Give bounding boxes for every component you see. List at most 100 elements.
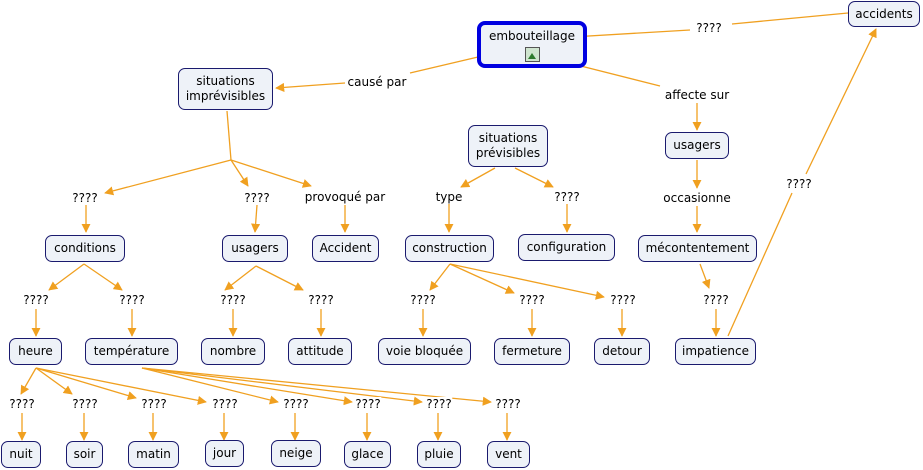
node-label: voie bloquée: [385, 344, 464, 358]
node-label: neige: [279, 446, 313, 460]
node-label: embouteillage: [488, 29, 576, 43]
node-mecontentement[interactable]: mécontentement: [638, 235, 757, 262]
node-label: pluie: [424, 447, 454, 461]
link-label-q-temp: ????: [118, 293, 146, 307]
node-vent[interactable]: vent: [487, 441, 530, 468]
node-embouteillage[interactable]: embouteillage: [477, 21, 587, 68]
edge: [699, 263, 711, 289]
node-jour[interactable]: jour: [205, 440, 244, 467]
node-attitude[interactable]: attitude: [288, 338, 352, 365]
node-situations-imprevisibles[interactable]: situations imprévisibles: [178, 68, 273, 110]
node-label: conditions: [54, 241, 116, 255]
node-pluie[interactable]: pluie: [417, 441, 461, 468]
link-label-q-accidents: ????: [695, 21, 723, 35]
edge: [141, 367, 279, 405]
node-impatience[interactable]: impatience: [675, 338, 756, 365]
node-label: matin: [136, 447, 171, 461]
node-label: mécontentement: [645, 241, 750, 255]
edge: [230, 159, 249, 187]
node-label: situations prévisibles: [475, 131, 541, 160]
link-label-cause-par: causé par: [346, 75, 408, 89]
node-situations-previsibles[interactable]: situations prévisibles: [468, 125, 548, 167]
link-label-q-nuit: ????: [8, 397, 36, 411]
node-soir[interactable]: soir: [66, 441, 103, 468]
node-detour[interactable]: detour: [594, 338, 650, 365]
edge: [104, 159, 232, 196]
node-label: detour: [602, 344, 642, 358]
edge: [460, 167, 496, 188]
node-label: nuit: [9, 447, 33, 461]
link-label-q-vent: ????: [494, 397, 522, 411]
node-label: usagers: [673, 138, 721, 152]
edge: [35, 367, 137, 401]
node-conditions[interactable]: conditions: [45, 235, 125, 262]
edge: [805, 28, 877, 175]
edge: [275, 82, 346, 92]
node-usagers-top[interactable]: usagers: [665, 132, 729, 159]
link-label-q-acc-up: ????: [785, 177, 813, 191]
link-label-q-glace: ????: [354, 397, 382, 411]
edge: [251, 204, 261, 233]
node-nuit[interactable]: nuit: [1, 441, 41, 468]
node-configuration[interactable]: configuration: [518, 234, 615, 261]
edge: [255, 265, 304, 291]
node-neige[interactable]: neige: [271, 440, 321, 467]
link-label-q-matin: ????: [140, 397, 168, 411]
node-glace[interactable]: glace: [344, 441, 391, 468]
node-label: attitude: [296, 344, 344, 358]
node-label: construction: [412, 241, 487, 255]
edge: [35, 367, 73, 395]
link-label-affecte-sur: affecte sur: [663, 88, 731, 102]
link-label-q-config: ????: [553, 190, 581, 204]
edge: [20, 367, 37, 395]
link-label-q-pluie: ????: [425, 397, 453, 411]
link-label-provoque-par: provoqué par: [303, 190, 387, 204]
node-label: impatience: [682, 344, 750, 358]
edge: [35, 367, 207, 405]
link-label-q-nombre: ????: [219, 293, 247, 307]
node-label: situations imprévisibles: [185, 74, 266, 103]
edge: [409, 56, 479, 74]
edge: [571, 29, 691, 42]
node-label: fermeture: [502, 344, 562, 358]
edge: [48, 263, 85, 291]
edge: [230, 159, 312, 188]
edge: [449, 263, 605, 300]
node-label: heure: [18, 344, 53, 358]
edge: [141, 367, 492, 406]
node-fermeture[interactable]: fermeture: [494, 338, 570, 365]
edge: [83, 263, 123, 291]
link-label-q-cond: ????: [71, 191, 99, 205]
edge: [731, 12, 849, 25]
node-label: température: [93, 344, 170, 358]
edge: [226, 110, 232, 161]
link-label-q-impatience: ????: [702, 293, 730, 307]
node-nombre[interactable]: nombre: [201, 338, 265, 365]
link-label-type: type: [434, 190, 464, 204]
link-label-q-heure: ????: [22, 293, 50, 307]
link-label-q-voie: ????: [409, 293, 437, 307]
image-icon[interactable]: [524, 47, 540, 62]
edge: [514, 167, 554, 188]
link-label-q-attitude: ????: [307, 293, 335, 307]
link-label-occasionne: occasionne: [662, 191, 732, 205]
node-label: usagers: [231, 241, 279, 255]
link-label-q-usagers: ????: [243, 191, 271, 205]
edge: [224, 265, 257, 291]
node-label: jour: [212, 446, 237, 460]
edge: [141, 367, 353, 406]
node-heure[interactable]: heure: [9, 338, 62, 365]
node-construction[interactable]: construction: [405, 235, 494, 262]
node-accident[interactable]: Accident: [312, 235, 379, 262]
node-label: glace: [351, 447, 384, 461]
node-voie-bloquee[interactable]: voie bloquée: [378, 338, 471, 365]
edge: [429, 263, 451, 291]
node-temperature[interactable]: température: [85, 338, 178, 365]
edge: [141, 367, 423, 406]
edge: [727, 192, 793, 337]
node-matin[interactable]: matin: [128, 441, 179, 468]
node-label: configuration: [526, 240, 607, 254]
node-usagers-mid[interactable]: usagers: [222, 235, 288, 262]
node-accidents[interactable]: accidents: [848, 1, 920, 27]
